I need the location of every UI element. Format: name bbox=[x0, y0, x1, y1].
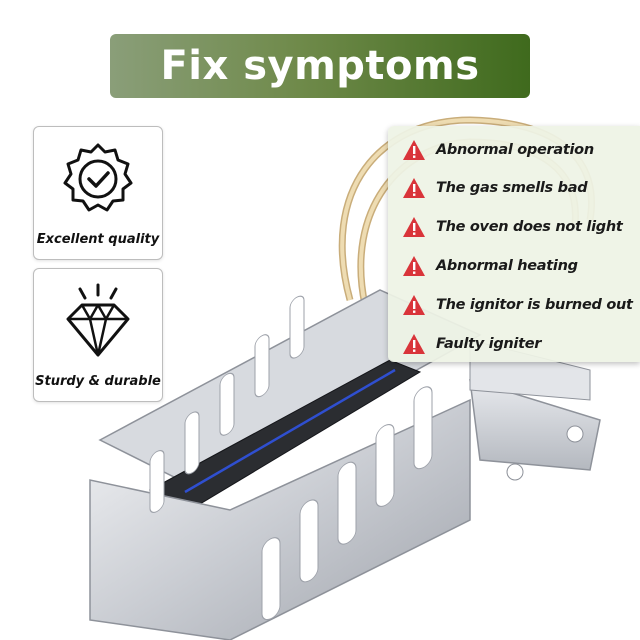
symptom-item: The ignitor is burned out bbox=[402, 290, 633, 320]
feature-card-durable: Sturdy & durable bbox=[33, 268, 163, 402]
symptom-item: The gas smells bad bbox=[402, 173, 588, 203]
banner-title: Fix symptoms bbox=[160, 43, 480, 89]
feature-card-quality: Excellent quality bbox=[33, 126, 163, 260]
symptom-text: The gas smells bad bbox=[436, 180, 588, 196]
symptom-text: The oven does not light bbox=[436, 219, 623, 235]
symptom-text: The ignitor is burned out bbox=[436, 297, 633, 313]
symptom-item: Faulty igniter bbox=[402, 329, 541, 359]
warning-icon bbox=[403, 256, 425, 276]
quality-badge-icon bbox=[63, 143, 133, 212]
symptom-text: Abnormal heating bbox=[436, 258, 578, 274]
diamond-icon bbox=[66, 283, 130, 357]
warning-icon bbox=[403, 334, 425, 354]
header-banner: Fix symptoms bbox=[110, 34, 530, 98]
symptoms-panel: Abnormal operation The gas smells bad Th… bbox=[388, 126, 640, 362]
symptom-text: Faulty igniter bbox=[436, 336, 542, 352]
symptom-item: Abnormal operation bbox=[402, 135, 594, 165]
feature-label: Sturdy & durable bbox=[35, 374, 161, 389]
warning-icon bbox=[403, 295, 425, 315]
oven-igniter-image bbox=[89, 116, 601, 640]
feature-label: Excellent quality bbox=[36, 232, 160, 247]
warning-icon bbox=[403, 217, 425, 237]
warning-icon bbox=[403, 178, 425, 198]
symptom-item: Abnormal heating bbox=[402, 251, 578, 281]
warning-icon bbox=[403, 140, 425, 160]
symptom-item: The oven does not light bbox=[402, 212, 623, 242]
symptom-text: Abnormal operation bbox=[436, 142, 594, 158]
